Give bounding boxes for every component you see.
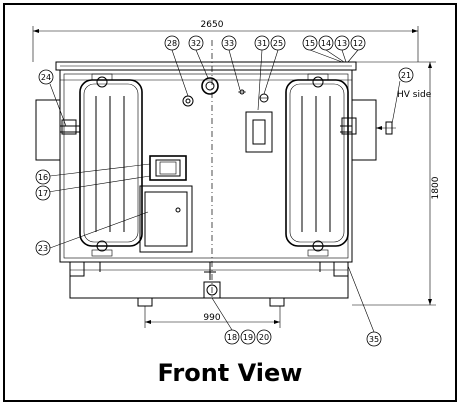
- height-value: 1800: [431, 176, 441, 199]
- svg-text:17: 17: [38, 189, 48, 198]
- callout-28: 28: [164, 35, 180, 51]
- svg-text:16: 16: [38, 173, 48, 182]
- svg-text:20: 20: [259, 333, 269, 342]
- central-accessories: [139, 77, 273, 299]
- callout-24: 24: [38, 69, 54, 85]
- svg-text:12: 12: [353, 39, 363, 48]
- callout-17: 17: [35, 185, 51, 201]
- svg-text:35: 35: [369, 335, 379, 344]
- svg-text:24: 24: [41, 73, 51, 82]
- left-radiator: [79, 73, 143, 257]
- callout-32: 32: [188, 35, 204, 51]
- callout-25: 25: [270, 35, 286, 51]
- right-duct-hv: [340, 99, 396, 161]
- svg-text:33: 33: [224, 39, 234, 48]
- svg-text:19: 19: [243, 333, 253, 342]
- callout-21: 21: [398, 67, 414, 83]
- callout-12: 12: [350, 35, 366, 51]
- svg-text:31: 31: [257, 39, 267, 48]
- right-radiator: [285, 73, 349, 257]
- view-title: Front View: [158, 359, 303, 387]
- callout-31: 31: [254, 35, 270, 51]
- base-skid: [69, 261, 349, 307]
- overall-width-value: 2650: [201, 20, 224, 30]
- height-dimension: 1800: [352, 61, 441, 306]
- hv-side-label: HV side: [397, 90, 432, 100]
- callout-13: 13: [334, 35, 350, 51]
- left-duct: [35, 99, 80, 161]
- svg-text:14: 14: [321, 39, 331, 48]
- callout-20: 20: [256, 329, 272, 345]
- svg-text:18: 18: [227, 333, 237, 342]
- svg-text:23: 23: [38, 244, 48, 253]
- callout-14: 14: [318, 35, 334, 51]
- overall-width-dimension: 2650: [32, 20, 419, 62]
- callout-18: 18: [224, 329, 240, 345]
- callout-35: 35: [366, 331, 382, 347]
- callout-23: 23: [35, 240, 51, 256]
- leader-lines: [47, 49, 401, 333]
- svg-text:32: 32: [191, 39, 201, 48]
- svg-text:25: 25: [273, 39, 283, 48]
- svg-text:28: 28: [167, 39, 177, 48]
- callout-15: 15: [302, 35, 318, 51]
- callout-33: 33: [221, 35, 237, 51]
- base-width-value: 990: [203, 313, 220, 323]
- callout-16: 16: [35, 169, 51, 185]
- svg-text:15: 15: [305, 39, 315, 48]
- callout-19: 19: [240, 329, 256, 345]
- svg-text:21: 21: [401, 71, 411, 80]
- svg-text:13: 13: [337, 39, 347, 48]
- base-width-dimension: 990: [144, 306, 281, 328]
